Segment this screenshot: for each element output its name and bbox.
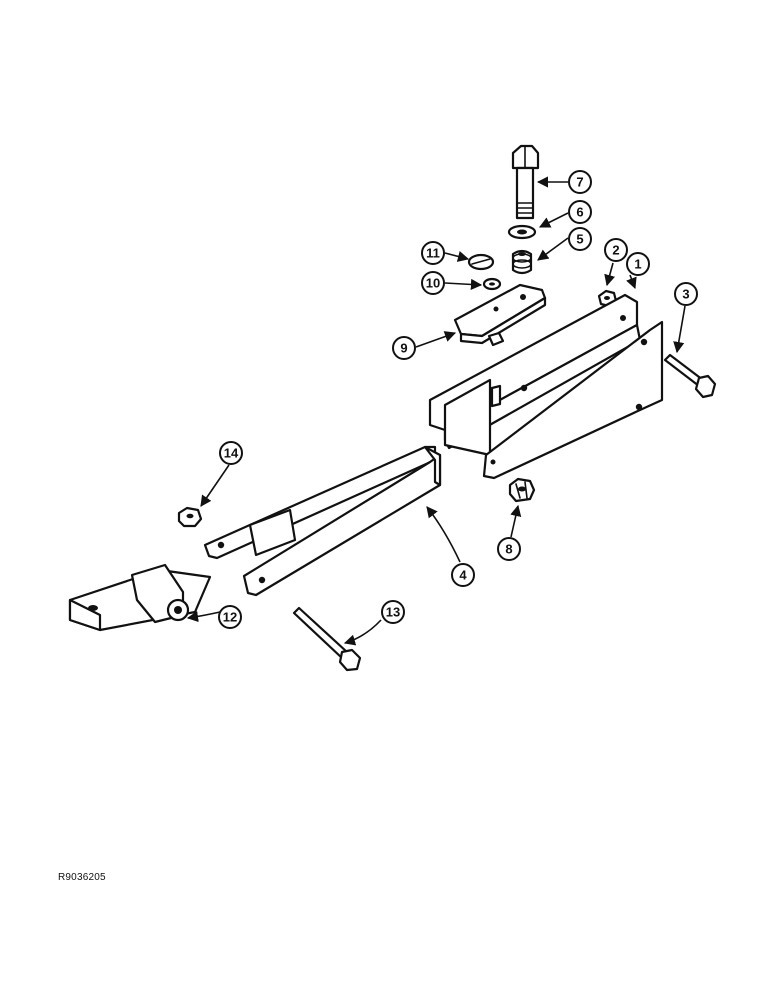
bolt-7: [511, 144, 540, 220]
callout-3: 3: [673, 282, 698, 354]
callout-label: 4: [459, 568, 467, 583]
callout-12: 12: [186, 605, 242, 629]
figure-reference: R9036205: [58, 872, 106, 883]
callout-7: 7: [536, 170, 592, 194]
callout-label: 10: [426, 276, 440, 291]
nut-14: [177, 506, 203, 528]
callout-11: 11: [421, 241, 470, 265]
nut-10: [482, 277, 502, 291]
callout-label: 7: [576, 175, 583, 190]
callout-label: 14: [224, 446, 239, 461]
callout-6: 6: [538, 200, 592, 228]
bolt-3: [663, 353, 717, 399]
bolt-13: [292, 606, 362, 672]
callout-label: 9: [400, 341, 407, 356]
callout-label: 1: [634, 257, 641, 272]
callout-label: 5: [576, 232, 583, 247]
callout-8: 8: [497, 504, 522, 561]
callout-label: 13: [386, 605, 400, 620]
callout-9: 9: [392, 331, 457, 360]
washer-6: [507, 224, 537, 240]
callout-2: 2: [604, 238, 628, 287]
callout-5: 5: [537, 227, 592, 261]
callout-label: 8: [505, 542, 512, 557]
callout-label: 12: [223, 610, 237, 625]
spring-5: [511, 249, 533, 275]
callout-label: 3: [682, 287, 689, 302]
callout-10: 10: [421, 271, 483, 295]
hinge-12: [68, 563, 212, 632]
cap-11: [467, 253, 495, 271]
bracket-1: [428, 293, 664, 480]
plate-9: [453, 283, 547, 347]
callout-13: 13: [343, 600, 405, 646]
callout-label: 2: [612, 243, 619, 258]
callout-1: 1: [626, 252, 650, 290]
arm-4: [203, 445, 442, 597]
callout-14: 14: [200, 441, 243, 507]
callout-label: 11: [426, 246, 440, 261]
nut-8: [508, 477, 536, 503]
callout-4: 4: [426, 506, 475, 587]
callout-label: 6: [576, 205, 583, 220]
